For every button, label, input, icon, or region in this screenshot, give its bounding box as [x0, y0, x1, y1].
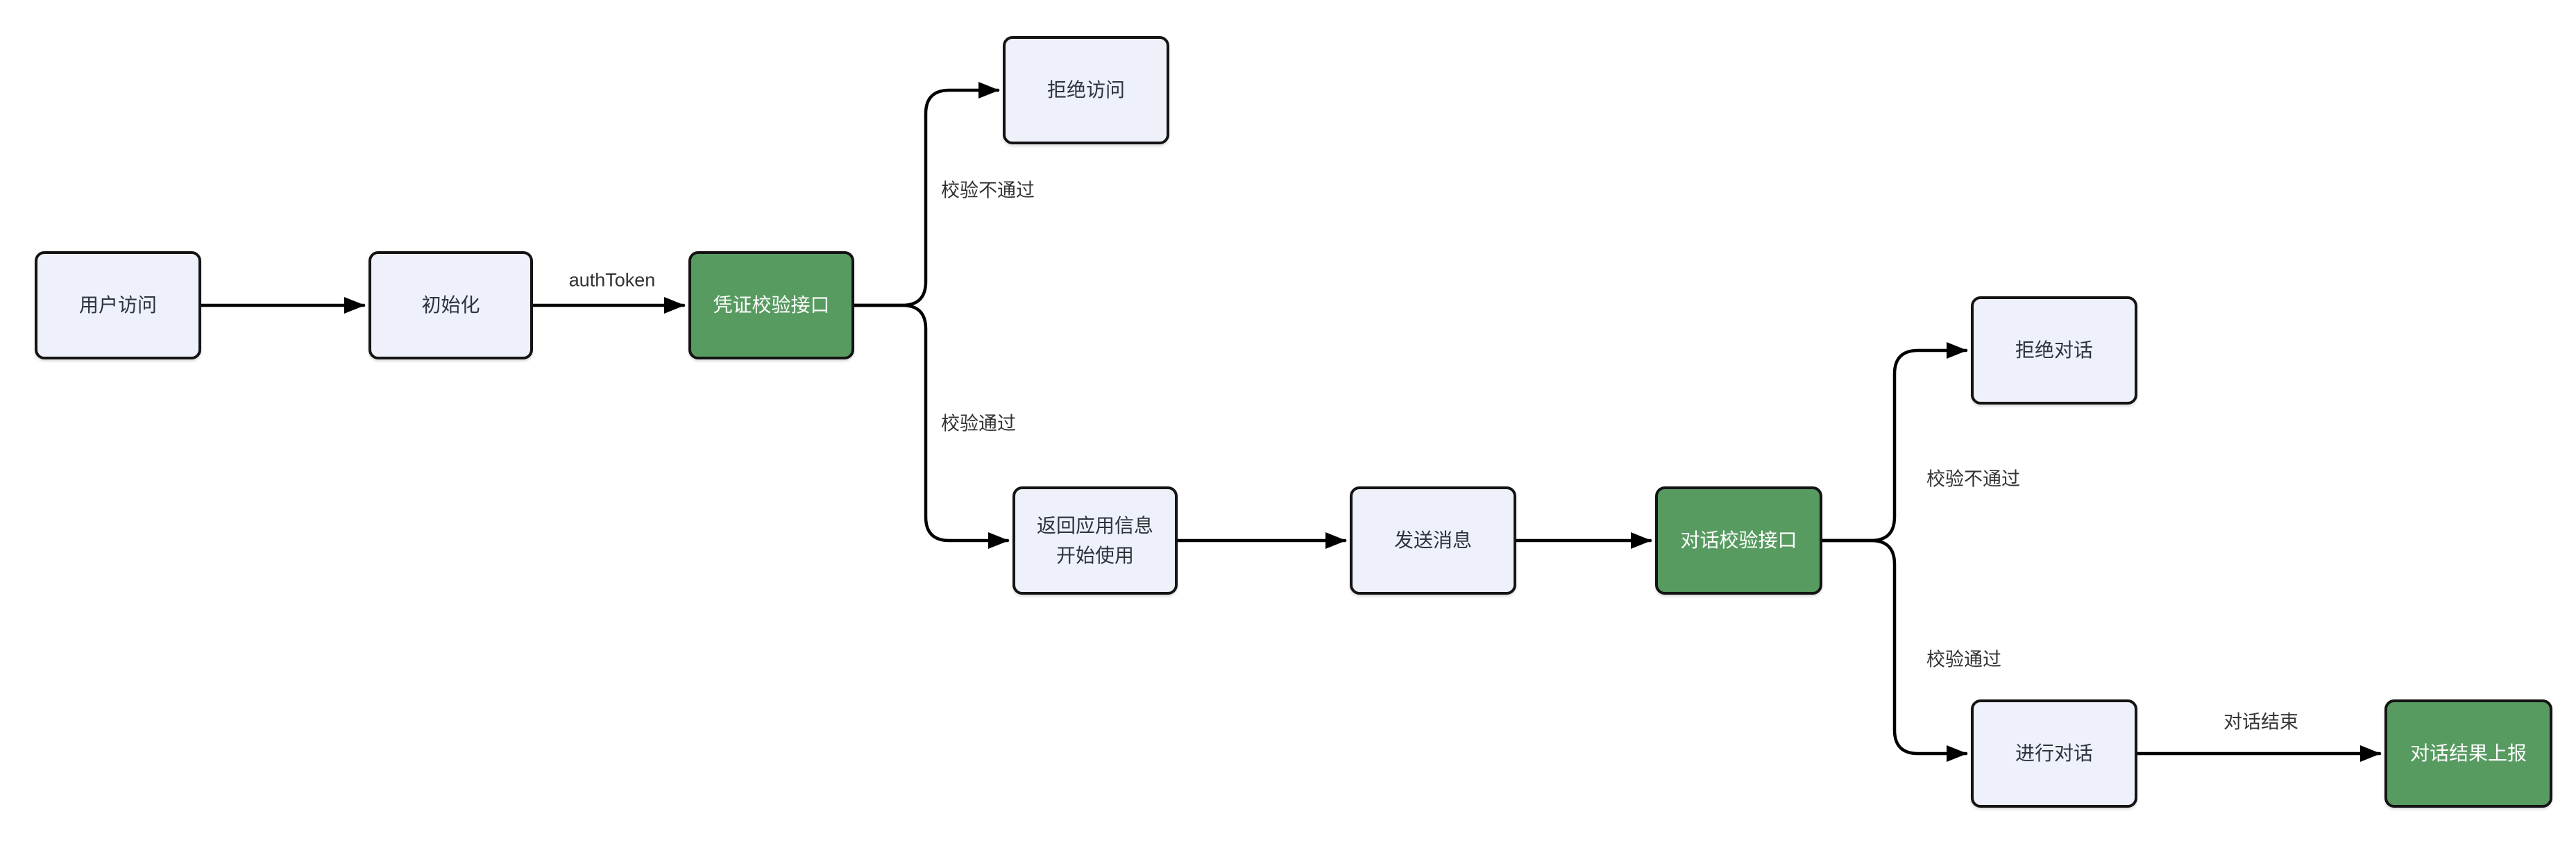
node-dialog-result-report: 对话结果上报	[2384, 699, 2552, 808]
edge-dialog-check-to-deny-dialog	[1820, 342, 1968, 543]
node-credential-check-api: 凭证校验接口	[688, 251, 854, 359]
edge-label-dialog-fail: 校验不通过	[1924, 464, 2023, 491]
node-user-visit: 用户访问	[35, 251, 201, 359]
node-deny-dialog: 拒绝对话	[1971, 296, 2137, 405]
node-do-dialog: 进行对话	[1971, 699, 2137, 808]
node-init: 初始化	[368, 251, 533, 359]
node-return-app-info: 返回应用信息 开始使用	[1012, 486, 1178, 595]
node-deny-access: 拒绝访问	[1003, 36, 1169, 144]
edge-label-dialog-end: 对话结束	[2221, 706, 2301, 734]
edge-credential-check-to-return-app-info	[852, 303, 1010, 549]
node-dialog-check-api: 对话校验接口	[1655, 486, 1822, 595]
edge-dialog-check-to-do-dialog	[1820, 538, 1968, 762]
edge-label-credential-fail: 校验不通过	[938, 175, 1037, 203]
node-send-message: 发送消息	[1350, 486, 1516, 595]
edge-label-dialog-pass: 校验通过	[1924, 644, 2004, 672]
edge-label-credential-pass: 校验通过	[938, 408, 1019, 436]
edge-credential-check-to-deny-access	[852, 82, 1000, 307]
edge-label-auth-token: authToken	[566, 269, 659, 291]
